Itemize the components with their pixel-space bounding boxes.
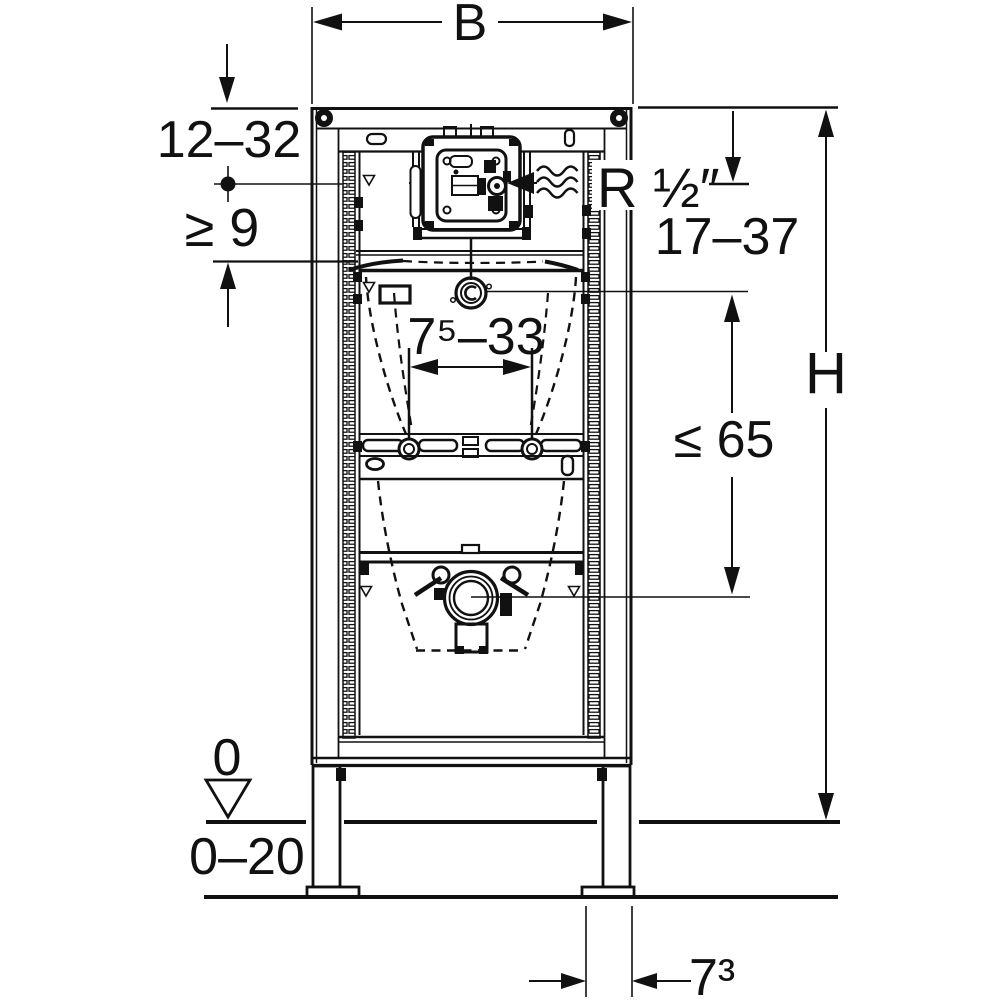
label-min-clearance: ≥ 9 [185,198,260,258]
dim-floor-level: 0 0–20 [189,729,305,886]
urinal-hidden-outline [364,259,578,652]
dim-leg-offset: 7³ [529,906,735,1000]
label-rod-spacing-range: 7⁵–33 [407,308,544,366]
dim-arrowhead-icon [818,793,834,820]
label-supply-height-range: 17–37 [655,208,800,266]
dim-arrowhead-icon [561,973,586,989]
left-leg [305,764,361,899]
dim-arrowhead-icon [313,13,342,31]
flush-valve-box [409,124,537,240]
datum-triangle-icon [203,778,253,820]
dim-water-supply: R ½″ 17–37 [507,111,799,266]
label-supply-thread: R ½″ [597,156,720,219]
label-top-edge-range: 12–32 [157,111,302,169]
dim-arrowhead-icon [603,13,632,31]
water-wave-icon [536,165,579,199]
dim-dot-terminator-icon [220,176,236,192]
hanger-rod-crossbar [353,348,590,481]
level-mark-icon [362,174,376,187]
dim-arrowhead-icon [503,359,531,375]
label-datum-level: 0 [213,729,242,787]
dim-arrowhead-icon [410,359,438,375]
dim-arrowhead-icon [818,109,834,137]
label-leg-offset: 7³ [689,949,735,1000]
label-floor-buildup-range: 0–20 [189,828,305,886]
dim-arrowhead-icon [220,262,236,289]
dim-arrowhead-icon [632,973,657,989]
water-supply-connection [449,238,493,310]
dim-arrowhead-icon [725,157,741,182]
label-frame-width: B [453,0,488,52]
level-mark-icon [567,585,581,598]
dim-frame-height: H [638,106,847,820]
label-outlet-height-max: ≤ 65 [674,411,775,469]
level-mark-icon [362,281,376,294]
dim-frame-width: B [311,0,634,104]
dim-top-offset: 12–32 ≥ 9 [157,44,358,327]
water-flow-arrow-icon [507,172,534,194]
dim-arrowhead-icon [724,567,740,595]
dim-arrowhead-icon [219,77,235,103]
level-lines [204,820,840,899]
dim-rod-spacing: 7⁵–33 [407,308,545,375]
mounting-frame [305,107,636,899]
level-mark-icon [359,585,373,598]
dim-arrowhead-icon [724,294,740,322]
label-frame-height: H [805,341,847,406]
dim-outlet-height: ≤ 65 [471,290,775,598]
right-leg [580,764,636,899]
